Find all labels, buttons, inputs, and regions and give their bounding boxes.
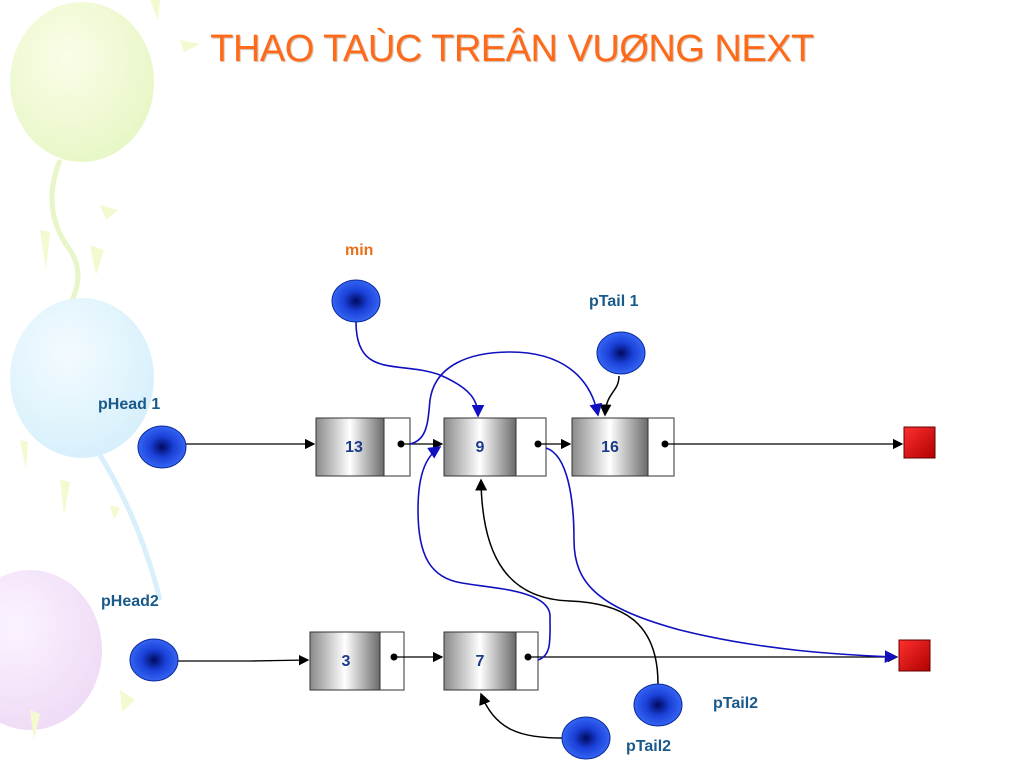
ptail2-a-link — [475, 478, 659, 685]
relink-13-to-16 — [409, 351, 603, 445]
node-value: 7 — [476, 653, 485, 670]
null-node-list1 — [903, 426, 936, 459]
relink-7-to-9 — [417, 446, 551, 661]
ptail1-pointer — [596, 331, 646, 375]
label-min: min — [345, 242, 373, 259]
ptail2-b-pointer — [561, 716, 611, 760]
phead2-link — [178, 654, 310, 666]
label-ptail2-b: pTail2 — [626, 738, 671, 755]
phead2-pointer — [129, 638, 179, 682]
min-link — [355, 321, 485, 418]
phead1-pointer — [137, 425, 187, 469]
list1-node-9: 9 — [443, 417, 547, 477]
label-phead1: pHead 1 — [98, 396, 160, 413]
yellow-balloon — [10, 2, 154, 322]
node-value: 3 — [342, 653, 351, 670]
slide-title: THAO TAÙC TREÂN VUØNG NEXT — [210, 28, 814, 70]
relink-9-to-null — [545, 447, 898, 663]
node-value: 9 — [476, 439, 485, 456]
label-ptail2-a: pTail2 — [713, 695, 758, 712]
null-node-list2 — [898, 639, 931, 672]
list1-node-13: 13 — [315, 417, 411, 477]
node-value: 16 — [601, 439, 619, 456]
node-value: 13 — [345, 439, 363, 456]
blue-balloon — [10, 298, 163, 601]
list2-node-7: 7 — [443, 631, 539, 691]
ptail1-link — [599, 375, 620, 417]
list1-node-16: 16 — [571, 417, 675, 477]
ptail2-b-link — [479, 692, 564, 739]
light-rays — [20, 0, 200, 740]
list2-node-3: 3 — [309, 631, 405, 691]
label-ptail1: pTail 1 — [589, 293, 639, 310]
pink-balloon — [0, 570, 102, 730]
label-phead2: pHead2 — [101, 593, 159, 610]
ptail2-a-pointer — [633, 683, 683, 727]
min-pointer — [331, 279, 381, 323]
